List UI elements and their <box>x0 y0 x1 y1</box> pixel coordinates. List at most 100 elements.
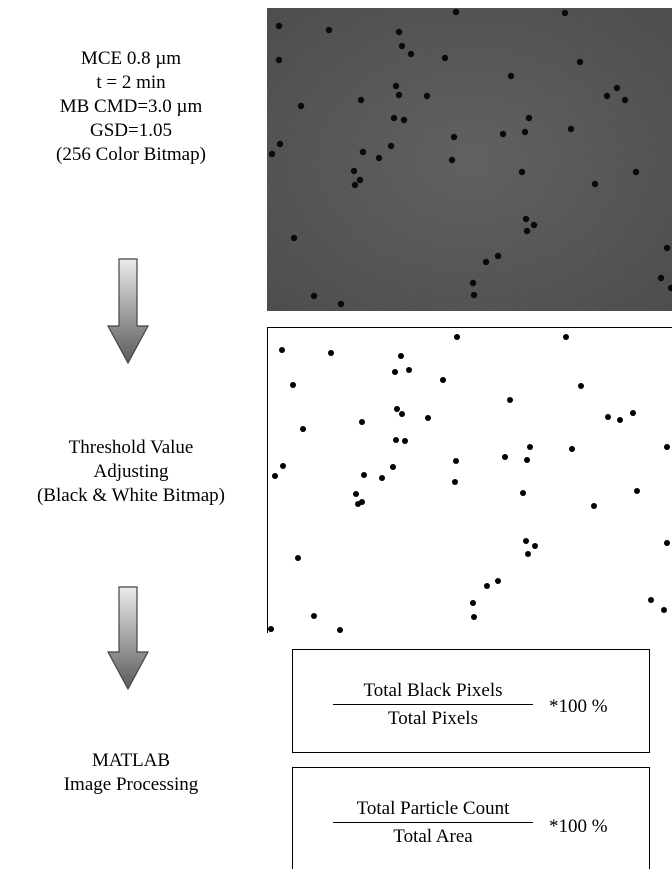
threshold-step-label: Threshold Value Adjusting (Black & White… <box>0 436 262 508</box>
threshold-line-1: Threshold Value <box>68 437 194 458</box>
particle-dot <box>532 543 538 549</box>
particle-dot <box>290 382 296 388</box>
grayscale-micrograph-image <box>267 8 672 311</box>
pixel-ratio-multiplier: *100 % <box>549 696 608 717</box>
threshold-line-3: (Black & White Bitmap) <box>36 485 226 506</box>
particle-dot <box>520 490 526 496</box>
particle-dot <box>523 227 531 235</box>
particle-dot <box>390 464 396 470</box>
particle-dot <box>276 140 284 148</box>
particle-dot <box>470 291 478 299</box>
particle-dot <box>395 28 403 36</box>
particle-dot <box>664 444 670 450</box>
particle-dot <box>311 613 317 619</box>
down-arrow-icon <box>107 586 149 690</box>
particle-dot <box>569 446 575 452</box>
threshold-line-2: Adjusting <box>93 461 169 482</box>
pixel-ratio-formula-box: Total Black Pixels Total Pixels *100 % <box>292 649 650 753</box>
particle-dot <box>406 367 412 373</box>
particle-dot <box>297 102 305 110</box>
particle-dot <box>359 148 367 156</box>
particle-dot <box>361 472 367 478</box>
particle-dot <box>499 130 507 138</box>
particle-dot <box>561 9 569 17</box>
sample-line-gsd: GSD=1.05 <box>90 120 172 141</box>
particle-dot <box>634 488 640 494</box>
sample-line-time: t = 2 min <box>96 72 166 93</box>
particle-dot <box>448 156 456 164</box>
particle-dot <box>632 168 640 176</box>
particle-dot <box>502 454 508 460</box>
particle-dot <box>507 397 513 403</box>
particle-dot <box>605 414 611 420</box>
particle-dot <box>280 463 286 469</box>
particle-dot <box>275 56 283 64</box>
particle-dot <box>394 406 400 412</box>
matlab-line-2: Image Processing <box>63 774 199 795</box>
particle-dot <box>440 377 446 383</box>
particle-dot <box>470 600 476 606</box>
particle-dot <box>441 54 449 62</box>
particle-dot <box>275 22 283 30</box>
particle-dot <box>524 457 530 463</box>
particle-dot <box>351 181 359 189</box>
particle-dot <box>484 583 490 589</box>
particle-dot <box>398 42 406 50</box>
pixel-ratio-denominator: Total Pixels <box>388 708 478 729</box>
particle-dot <box>423 92 431 100</box>
sample-description-label: MCE 0.8 µm t = 2 min MB CMD=3.0 µm GSD=1… <box>0 47 262 167</box>
sample-line-cmd: MB CMD=3.0 µm <box>59 96 203 117</box>
particle-dot <box>425 415 431 421</box>
particle-dot <box>661 607 667 613</box>
particle-dot <box>578 383 584 389</box>
particle-dot <box>392 369 398 375</box>
particle-dot <box>567 125 575 133</box>
particle-dot <box>494 252 502 260</box>
particle-dot <box>399 411 405 417</box>
particle-dot <box>469 279 477 287</box>
particle-dot <box>390 114 398 122</box>
particle-dot <box>518 168 526 176</box>
particle-dot <box>591 503 597 509</box>
particle-dot <box>300 426 306 432</box>
particle-dot <box>325 26 333 34</box>
particle-dot <box>392 82 400 90</box>
particle-dot <box>522 215 530 223</box>
particle-dot <box>617 417 623 423</box>
particle-dot <box>613 84 621 92</box>
particle-density-formula-box: Total Particle Count Total Area *100 % <box>292 767 650 869</box>
particle-dot <box>527 444 533 450</box>
particle-dot <box>290 234 298 242</box>
particle-dot <box>525 551 531 557</box>
particle-dot <box>310 292 318 300</box>
particle-dot <box>630 410 636 416</box>
particle-dot <box>350 167 358 175</box>
down-arrow-icon <box>107 258 149 364</box>
particle-dot <box>337 627 343 633</box>
particle-density-multiplier: *100 % <box>549 816 608 837</box>
pixel-ratio-fraction: Total Black Pixels Total Pixels <box>333 680 533 730</box>
particle-dot <box>530 221 538 229</box>
particle-dot <box>452 8 460 16</box>
particle-dot <box>521 128 529 136</box>
particle-dot <box>450 133 458 141</box>
particle-density-fraction: Total Particle Count Total Area <box>333 798 533 848</box>
particle-dot <box>268 150 276 158</box>
particle-dot <box>621 96 629 104</box>
particle-dot <box>398 353 404 359</box>
particle-dot <box>523 538 529 544</box>
black-white-bitmap-image <box>267 327 672 633</box>
particle-dot <box>663 244 671 252</box>
sample-line-bitmap-type: (256 Color Bitmap) <box>56 144 206 165</box>
particle-density-numerator: Total Particle Count <box>333 798 533 823</box>
particle-dot <box>471 614 477 620</box>
particle-dot <box>453 458 459 464</box>
particle-dot <box>328 350 334 356</box>
particle-dot <box>356 176 364 184</box>
particle-density-denominator: Total Area <box>393 826 473 847</box>
particle-dot <box>400 116 408 124</box>
particle-dot <box>591 180 599 188</box>
particle-dot <box>525 114 533 122</box>
particle-dot <box>272 473 278 479</box>
particle-dot <box>359 499 365 505</box>
